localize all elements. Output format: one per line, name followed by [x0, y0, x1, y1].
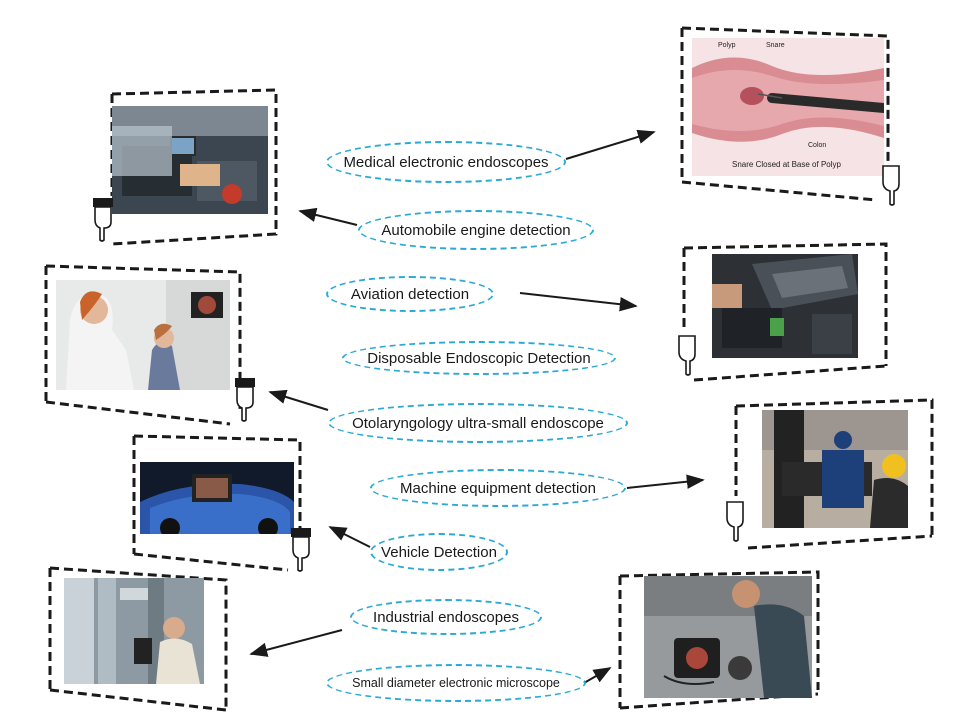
otolaryngology-photo	[56, 280, 230, 390]
aviation-frame	[674, 240, 894, 388]
aviation-engine-photo	[712, 254, 858, 358]
disposable-endoscopic-label: Disposable Endoscopic Detection	[342, 341, 616, 375]
aviation-detection-label: Aviation detection	[326, 276, 494, 312]
industrial-endoscope-photo	[64, 578, 204, 684]
microscope-frame	[612, 568, 830, 714]
medical-frame: Polyp Snare Colon Snare Closed at Base o…	[676, 22, 906, 212]
arrow-microscope	[583, 667, 612, 684]
arrow-machine	[626, 474, 705, 489]
pointing-hand-icon	[235, 378, 255, 422]
vehicle-photo	[140, 462, 294, 534]
caption-label: Snare Closed at Base of Polyp	[732, 160, 841, 169]
automobile-engine-photo	[112, 106, 268, 214]
arrow-industrial	[249, 629, 343, 657]
colon-label: Colon	[808, 142, 827, 149]
dashed-frame	[48, 566, 228, 712]
pointing-hand-icon	[93, 198, 113, 242]
vehicle-detection-label: Vehicle Detection	[370, 533, 508, 571]
dashed-frame	[734, 398, 934, 550]
arrow-aviation	[519, 292, 638, 312]
arrow-medical	[565, 129, 656, 160]
industrial-endoscopes-label: Industrial endoscopes	[350, 599, 542, 635]
medical-endoscopes-label: Medical electronic endoscopes	[326, 141, 566, 183]
dashed-frame	[44, 264, 242, 426]
otolaryngology-label: Otolaryngology ultra-small endoscope	[328, 403, 628, 443]
polyp-label: Polyp	[718, 42, 736, 49]
snare-label: Snare	[766, 42, 785, 49]
automobile-frame	[90, 86, 280, 246]
microscope-photo	[644, 576, 812, 698]
automobile-engine-label: Automobile engine detection	[358, 210, 594, 250]
medical-illustration: Polyp Snare Colon Snare Closed at Base o…	[692, 38, 884, 176]
arrow-vehicle	[328, 526, 371, 548]
dashed-frame	[132, 434, 302, 572]
pointing-hand-icon	[726, 501, 744, 542]
pointing-hand-icon	[882, 165, 900, 206]
dashed-frame	[682, 242, 888, 382]
otolaryngology-frame	[40, 262, 262, 430]
machine-equipment-photo	[762, 410, 908, 528]
vehicle-frame	[128, 432, 330, 580]
pointing-hand-icon	[678, 335, 696, 376]
arrow-automobile	[298, 207, 358, 226]
microscope-label: Small diameter electronic microscope	[326, 664, 586, 702]
industrial-frame	[46, 564, 240, 712]
pointing-hand-icon	[291, 528, 311, 572]
dashed-frame	[618, 570, 820, 710]
machine-frame	[718, 396, 940, 556]
machine-equipment-label: Machine equipment detection	[370, 469, 626, 507]
arrow-otolaryngology	[268, 389, 329, 411]
dashed-frame	[680, 26, 890, 202]
